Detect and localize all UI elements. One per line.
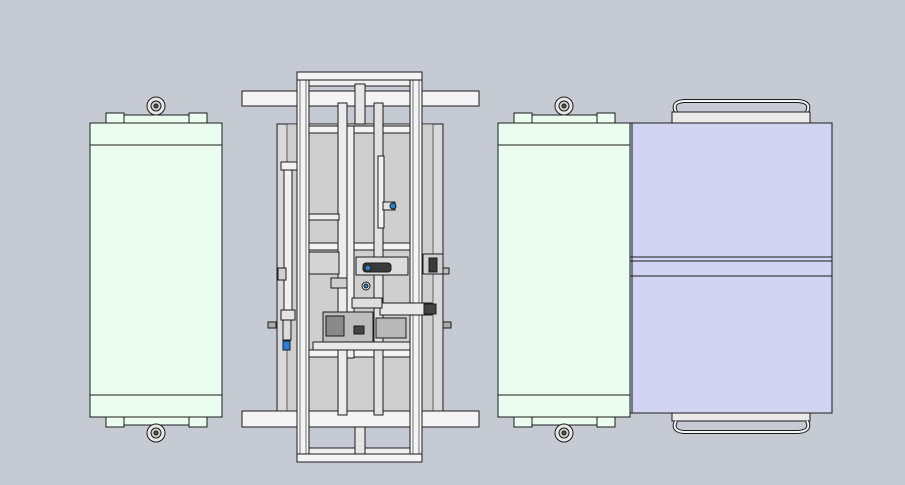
top-view-panel [629, 122, 833, 414]
right-side-view[interactable] [497, 96, 631, 443]
handle-bar-icon [672, 99, 811, 113]
caster-wheel-icon [146, 96, 166, 116]
bottom-crossbar [241, 410, 480, 428]
handle-bar-icon [672, 420, 811, 434]
caster-wheel-icon [554, 96, 574, 116]
pneumatic-fitting-icon [389, 202, 397, 210]
caster-wheel-icon [146, 423, 166, 443]
right-side-panel [497, 122, 631, 418]
pneumatic-fitting-icon [361, 281, 371, 291]
pneumatic-fitting-icon [364, 264, 372, 272]
front-view-mechanism[interactable] [241, 71, 480, 463]
left-side-view[interactable] [89, 96, 223, 443]
caster-wheel-icon [554, 423, 574, 443]
left-side-panel [89, 122, 223, 418]
pneumatic-fitting-icon [282, 340, 291, 351]
top-view[interactable] [629, 99, 833, 434]
